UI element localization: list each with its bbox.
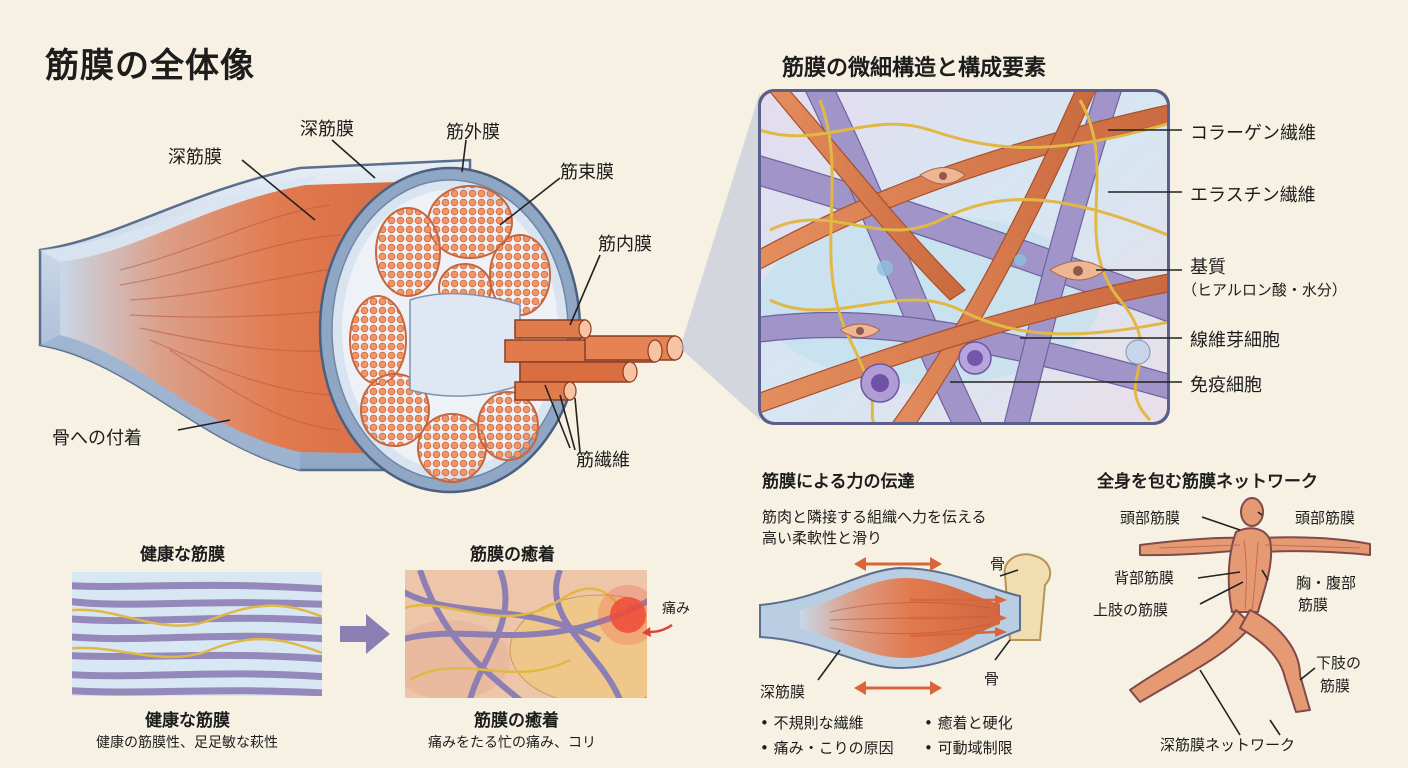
- label-bone-bottom: 骨: [984, 670, 1000, 688]
- micro-panel: [758, 89, 1170, 425]
- transmission-title: 筋膜による力の伝達: [762, 472, 915, 492]
- muscle-illustration: [38, 158, 684, 494]
- network-title: 全身を包む筋膜ネットワーク: [1097, 472, 1318, 492]
- micro-title: 筋膜の微細構造と構成要素: [782, 56, 1047, 81]
- label-matrix: 基質: [1190, 257, 1226, 278]
- label-chest-abdomen-2: 筋膜: [1298, 596, 1329, 614]
- transmission-desc-2: 高い柔軟性と滑り: [762, 529, 883, 547]
- bullet-adhesion-hardening: • 癒着と硬化: [924, 714, 1013, 732]
- label-epimysium: 筋外膜: [446, 122, 500, 143]
- label-head-fascia-left: 頭部筋膜: [1120, 509, 1181, 527]
- bullet-rom-limit: • 可動域制限: [924, 739, 1013, 757]
- label-upper-limb: 上肢の筋膜: [1093, 601, 1169, 619]
- label-pain: 痛み: [662, 601, 690, 617]
- label-lower-limb-1: 下肢の: [1316, 654, 1362, 672]
- label-fibroblast: 線維芽細胞: [1190, 330, 1280, 351]
- label-immune-cell: 免疫細胞: [1190, 375, 1262, 396]
- label-head-fascia-right: 頭部筋膜: [1295, 509, 1356, 527]
- healthy-title: 健康な筋膜: [140, 545, 225, 565]
- label-chest-abdomen-1: 胸・腹部: [1296, 574, 1357, 592]
- label-back-fascia: 背部筋膜: [1114, 569, 1175, 587]
- label-endomysium: 筋内膜: [598, 234, 652, 255]
- healthy-panel: [72, 572, 322, 696]
- bullet-irregular-fibers: • 不規則な繊維: [760, 714, 864, 732]
- main-title: 筋膜の全体像: [45, 46, 255, 86]
- adhesion-sub: 痛みをたる忙の痛み、コリ: [428, 735, 596, 751]
- label-deep-fascia-top: 深筋膜: [300, 119, 354, 140]
- healthy-sub: 健康の筋膜性、足足敏な萩性: [96, 735, 278, 751]
- label-deep-fascia-left: 深筋膜: [168, 147, 222, 168]
- label-deep-network: 深筋膜ネットワーク: [1160, 736, 1296, 754]
- leader-lines: [177, 129, 1316, 736]
- progression-arrow: [340, 614, 390, 654]
- transmission-illustration: [759, 553, 1052, 695]
- label-bone-attachment: 骨への付着: [52, 428, 142, 449]
- zoom-wedge: [680, 92, 760, 420]
- adhesion-caption: 筋膜の癒着: [474, 711, 559, 731]
- adhesion-panel: [405, 570, 673, 698]
- label-muscle-fiber: 筋繊維: [576, 450, 630, 471]
- label-bone-top: 骨: [990, 555, 1006, 573]
- label-collagen: コラーゲン繊維: [1190, 123, 1316, 144]
- transmission-desc-1: 筋肉と隣接する組織へ力を伝える: [762, 508, 987, 526]
- label-elastin: エラスチン繊維: [1190, 185, 1316, 206]
- bullet-pain-cause: • 痛み・こりの原因: [760, 739, 894, 757]
- adhesion-title: 筋膜の癒着: [470, 545, 555, 565]
- healthy-caption: 健康な筋膜: [145, 711, 230, 731]
- label-lower-limb-2: 筋膜: [1320, 677, 1351, 695]
- label-deep-fascia-transmission: 深筋膜: [760, 683, 806, 701]
- label-perimysium: 筋束膜: [560, 162, 614, 183]
- body-network-illustration: [1129, 497, 1371, 713]
- label-matrix-sub: （ヒアルロン酸・水分）: [1182, 281, 1347, 299]
